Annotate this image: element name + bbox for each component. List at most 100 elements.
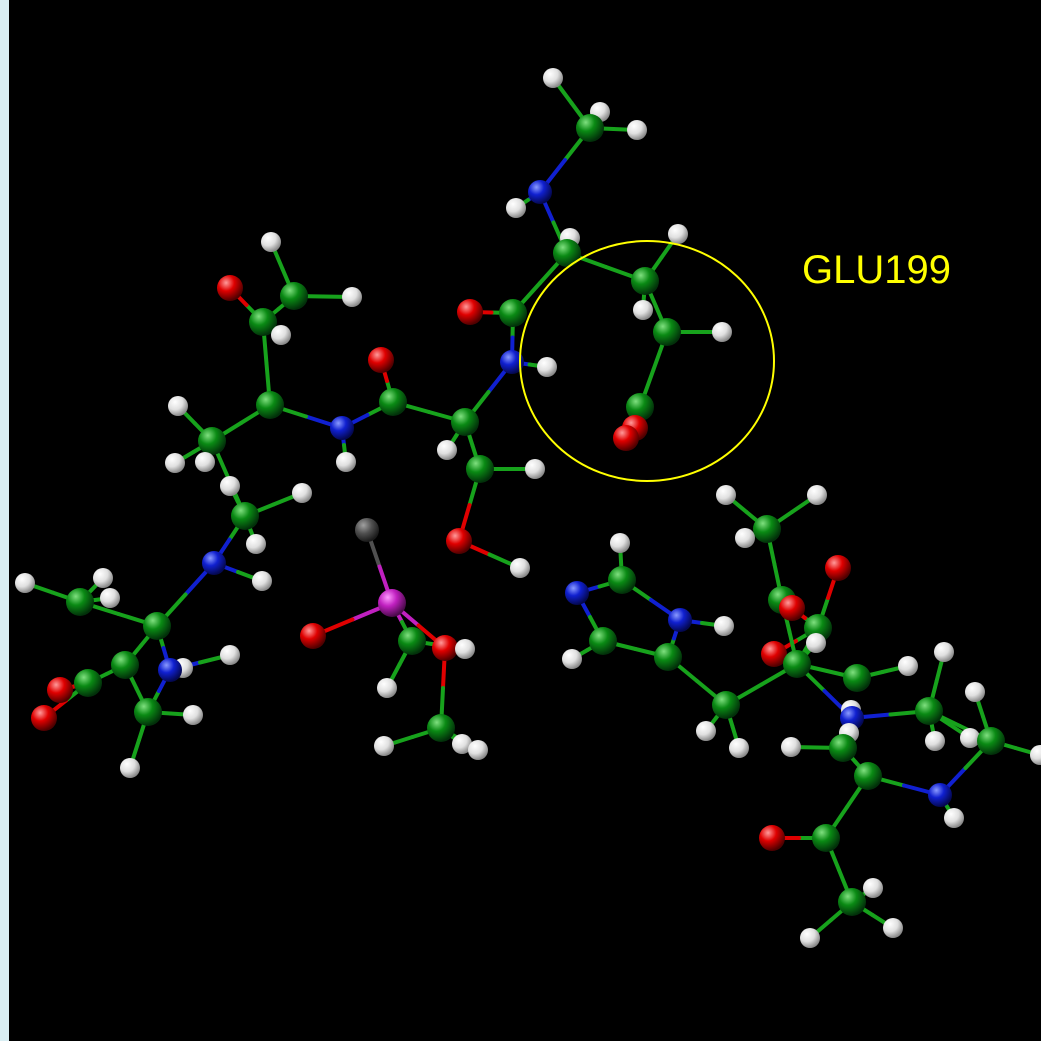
- hydrogen-atom: [610, 533, 630, 553]
- nitrogen-atom: [500, 350, 524, 374]
- molecule-viewport[interactable]: GLU199: [9, 0, 1041, 1041]
- hydrogen-atom: [437, 440, 457, 460]
- nitrogen-atom: [330, 416, 354, 440]
- hydrogen-atom: [183, 705, 203, 725]
- carbon-atom: [379, 388, 407, 416]
- hydrogen-atom: [452, 734, 472, 754]
- hydrogen-atom: [543, 68, 563, 88]
- hydrogen-atom: [468, 740, 488, 760]
- hydrogen-atom: [800, 928, 820, 948]
- oxygen-atom: [31, 705, 57, 731]
- carbon-atom: [66, 588, 94, 616]
- hydrogen-atom: [252, 571, 272, 591]
- carbon-atom: [753, 515, 781, 543]
- carbon-atom: [427, 714, 455, 742]
- carbon-atom: [74, 669, 102, 697]
- hydrogen-atom: [898, 656, 918, 676]
- carbon-atom: [608, 566, 636, 594]
- carbon-atom: [280, 282, 308, 310]
- hydrogen-atom: [220, 645, 240, 665]
- hydrogen-atom: [292, 483, 312, 503]
- carbon-atom: [631, 267, 659, 295]
- nitrogen-atom: [668, 608, 692, 632]
- hydrogen-atom: [342, 287, 362, 307]
- oxygen-atom: [457, 299, 483, 325]
- hydrogen-atom: [120, 758, 140, 778]
- hydrogen-atom: [537, 357, 557, 377]
- oxygen-atom: [217, 275, 243, 301]
- carbon-atom: [783, 650, 811, 678]
- carbon-atom: [829, 734, 857, 762]
- hydrogen-atom: [960, 728, 980, 748]
- hydrogen-atom: [712, 322, 732, 342]
- oxygen-atom: [779, 595, 805, 621]
- hydrogen-atom: [455, 639, 475, 659]
- oxygen-atom: [432, 635, 458, 661]
- carbon-atom: [256, 391, 284, 419]
- carbon-atom: [143, 612, 171, 640]
- hydrogen-atom: [925, 731, 945, 751]
- carbon-atom: [838, 888, 866, 916]
- hydrogen-atom: [168, 396, 188, 416]
- hydrogen-atom: [807, 485, 827, 505]
- hydrogen-atom: [965, 682, 985, 702]
- hydrogen-atom: [93, 568, 113, 588]
- hydrogen-atom: [668, 224, 688, 244]
- carbon-atom: [553, 239, 581, 267]
- carbon-atom: [843, 664, 871, 692]
- hydrogen-atom: [377, 678, 397, 698]
- oxygen-atom: [761, 641, 787, 667]
- carbon-atom: [576, 114, 604, 142]
- hydrogen-atom: [714, 616, 734, 636]
- phosphorus-atom: [378, 589, 406, 617]
- other-atom: [355, 518, 379, 542]
- hydrogen-atom: [165, 453, 185, 473]
- hydrogen-atom: [271, 325, 291, 345]
- hydrogen-atom: [15, 573, 35, 593]
- hydrogen-atom: [934, 642, 954, 662]
- atom-layer: [15, 68, 1041, 948]
- hydrogen-atom: [944, 808, 964, 828]
- carbon-atom: [712, 691, 740, 719]
- carbon-atom: [249, 308, 277, 336]
- hydrogen-atom: [1030, 745, 1041, 765]
- carbon-atom: [626, 393, 654, 421]
- carbon-atom: [915, 697, 943, 725]
- carbon-atom: [854, 762, 882, 790]
- carbon-atom: [451, 408, 479, 436]
- carbon-atom: [198, 427, 226, 455]
- carbon-atom: [653, 318, 681, 346]
- carbon-atom: [589, 627, 617, 655]
- hydrogen-atom: [100, 588, 120, 608]
- hydrogen-atom: [525, 459, 545, 479]
- carbon-atom: [231, 502, 259, 530]
- hydrogen-atom: [336, 452, 356, 472]
- hydrogen-atom: [883, 918, 903, 938]
- hydrogen-atom: [506, 198, 526, 218]
- hydrogen-atom: [246, 534, 266, 554]
- hydrogen-atom: [863, 878, 883, 898]
- oxygen-atom: [613, 425, 639, 451]
- hydrogen-atom: [735, 528, 755, 548]
- hydrogen-atom: [716, 485, 736, 505]
- nitrogen-atom: [528, 180, 552, 204]
- oxygen-atom: [368, 347, 394, 373]
- hydrogen-atom: [374, 736, 394, 756]
- carbon-atom: [499, 299, 527, 327]
- hydrogen-atom: [781, 737, 801, 757]
- hydrogen-atom: [633, 300, 653, 320]
- residue-label: GLU199: [802, 248, 951, 292]
- nitrogen-atom: [202, 551, 226, 575]
- highlight-circle: [519, 240, 775, 482]
- oxygen-atom: [47, 677, 73, 703]
- hydrogen-atom: [729, 738, 749, 758]
- carbon-atom: [111, 651, 139, 679]
- nitrogen-atom: [158, 658, 182, 682]
- carbon-atom: [977, 727, 1005, 755]
- oxygen-atom: [759, 825, 785, 851]
- hydrogen-atom: [510, 558, 530, 578]
- carbon-atom: [812, 824, 840, 852]
- bond-layer: [23, 76, 1041, 940]
- nitrogen-atom: [928, 783, 952, 807]
